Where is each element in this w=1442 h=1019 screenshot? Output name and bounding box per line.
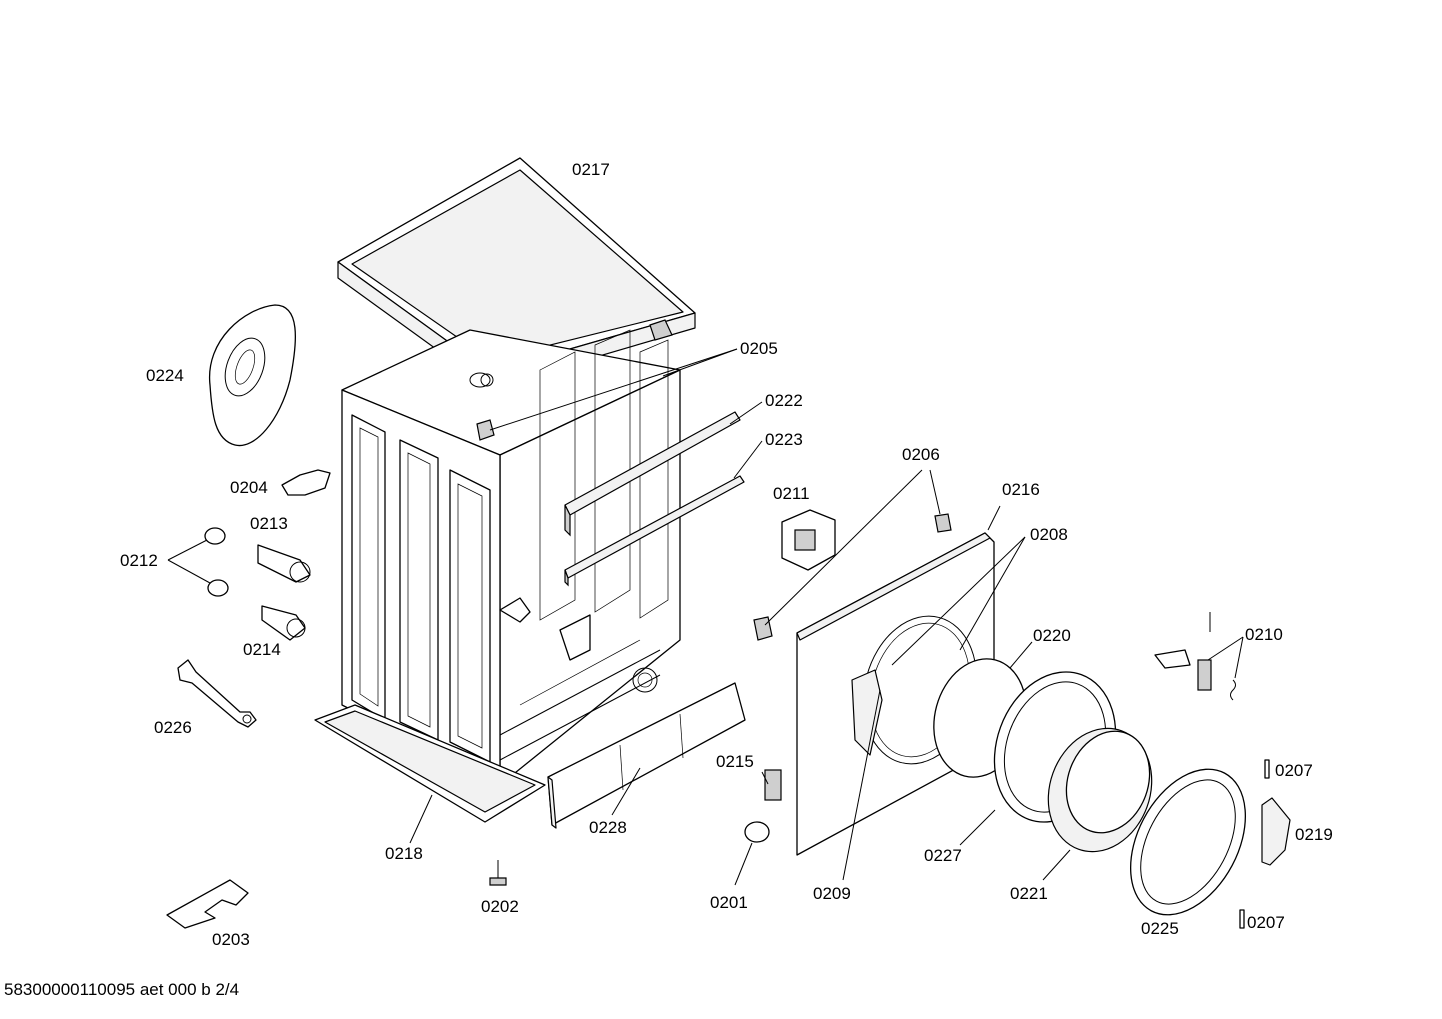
part-0218-base-plate xyxy=(314,704,546,823)
label-0210: 0210 xyxy=(1245,625,1283,644)
label-0227: 0227 xyxy=(924,846,962,865)
label-0207-upper: 0207 xyxy=(1275,761,1313,780)
part-labels: 0217 0205 0224 0222 0223 0206 0211 0216 … xyxy=(120,160,1333,949)
label-0216: 0216 xyxy=(1002,480,1040,499)
part-0211-door-lock xyxy=(781,509,836,571)
part-cabinet xyxy=(341,329,681,786)
label-0225: 0225 xyxy=(1141,919,1179,938)
part-0213-shock-absorber xyxy=(257,544,311,583)
part-0221-door-glass xyxy=(1047,727,1153,853)
label-0224: 0224 xyxy=(146,366,184,385)
part-0201-foot xyxy=(744,821,770,843)
label-0219: 0219 xyxy=(1295,825,1333,844)
label-0206: 0206 xyxy=(902,445,940,464)
label-0226: 0226 xyxy=(154,718,192,737)
part-0226-wrench xyxy=(177,659,257,728)
label-0213: 0213 xyxy=(250,514,288,533)
part-0212-foot-upper xyxy=(204,527,226,545)
part-0228-plinth xyxy=(547,682,746,829)
label-0211: 0211 xyxy=(773,484,810,503)
part-0222-rail xyxy=(564,411,741,537)
part-0216-front-panel xyxy=(796,532,995,856)
part-0207-pin-lower xyxy=(1239,909,1245,929)
label-0228: 0228 xyxy=(589,818,627,837)
label-0203: 0203 xyxy=(212,930,250,949)
part-0207-pin-upper xyxy=(1264,759,1270,779)
label-0207-lower: 0207 xyxy=(1247,913,1285,932)
label-0215: 0215 xyxy=(716,752,754,771)
label-0220: 0220 xyxy=(1033,626,1071,645)
part-0225-door-ring xyxy=(1129,768,1247,916)
part-0212-foot-lower xyxy=(207,579,229,597)
part-0206-hinge-upper xyxy=(934,513,952,533)
label-0209: 0209 xyxy=(813,884,851,903)
label-0205: 0205 xyxy=(740,339,778,358)
label-0218: 0218 xyxy=(385,844,423,863)
label-0201: 0201 xyxy=(710,893,748,912)
part-0205-clip-top xyxy=(649,319,673,341)
part-0203-shipping-bracket xyxy=(166,879,249,929)
label-0223: 0223 xyxy=(765,430,803,449)
part-0223-rail xyxy=(564,475,745,587)
label-0217: 0217 xyxy=(572,160,610,179)
part-0202-screw xyxy=(489,860,507,886)
label-0222: 0222 xyxy=(765,391,803,410)
part-0214-shock-absorber xyxy=(261,605,306,641)
label-0221: 0221 xyxy=(1010,884,1048,903)
part-0224-cover xyxy=(209,304,296,447)
leader-lines xyxy=(167,348,1244,886)
label-0212: 0212 xyxy=(120,551,158,570)
label-0204: 0204 xyxy=(230,478,268,497)
part-0205-clip-inner xyxy=(476,419,495,441)
part-0210-hinge-set xyxy=(1154,612,1236,701)
label-0202: 0202 xyxy=(481,897,519,916)
part-0219-handle xyxy=(1261,797,1291,866)
part-0204-bracket xyxy=(281,469,331,496)
part-0215-switch xyxy=(764,769,782,801)
label-0208: 0208 xyxy=(1030,525,1068,544)
label-0214: 0214 xyxy=(243,640,281,659)
footer-document-id: 58300000110095 aet 000 b 2/4 xyxy=(4,980,240,999)
